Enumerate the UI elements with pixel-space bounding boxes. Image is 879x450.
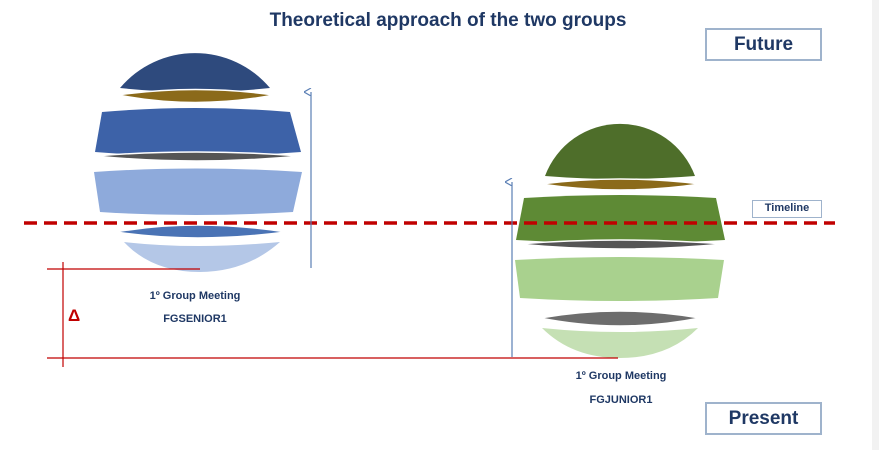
future-label-box: Future [705,28,822,61]
senior-meeting-label: 1º Group Meeting [149,290,241,302]
senior-layer-gold-disc [117,88,275,104]
junior-group-code: FGJUNIOR1 [589,394,653,406]
junior-meeting-label: 1º Group Meeting [575,370,667,382]
senior-layer-mid-blue-disc [115,224,287,239]
senior-layer-bottom-cap [124,242,280,272]
senior-layer-light-blue-band [94,168,302,215]
timeline-label-box: Timeline [752,200,822,218]
junior-sphere [515,123,725,358]
junior-layer-bottom-cap [542,328,698,358]
junior-layer-dark-grey-disc [539,310,701,327]
slide-edge [872,0,879,450]
senior-sphere [94,53,302,272]
senior-group-code: FGSENIOR1 [163,313,227,325]
junior-layer-grey-disc [517,239,725,250]
senior-layer-top-cap [120,53,270,92]
junior-layer-green-band [516,195,725,243]
junior-layer-gold-disc [540,178,701,191]
senior-layer-grey-disc [94,151,302,162]
senior-layer-dark-blue-band [95,108,301,156]
slide-title: Theoretical approach of the two groups [269,10,627,31]
junior-layer-light-green-band [515,257,724,301]
present-label-box: Present [705,402,822,435]
delta-symbol: Δ [68,306,81,325]
delta-bracket [47,262,618,367]
junior-layer-top-cap [545,123,695,179]
